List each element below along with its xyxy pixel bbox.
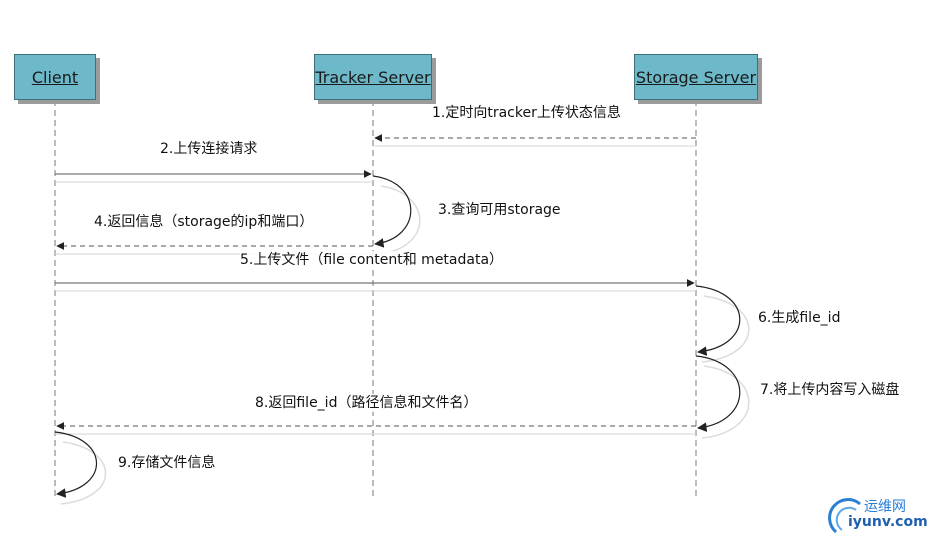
self-message-shadow-6 — [701, 295, 750, 363]
message-label-2: 2.上传连接请求 — [160, 140, 258, 158]
self-message-shadow-7 — [701, 365, 750, 439]
actor-storage-server: Storage Server — [634, 54, 758, 100]
watermark-logo-icon — [828, 498, 861, 534]
message-label-4: 4.返回信息（storage的ip和端口） — [94, 213, 314, 231]
self-message-shadow-3 — [378, 185, 421, 255]
watermark-cn: 运维网 — [864, 499, 906, 515]
watermark: 运维网 iyunv.com — [826, 492, 928, 536]
message-label-1: 1.定时向tracker上传状态信息 — [432, 104, 621, 122]
message-label-8: 8.返回file_id（路径信息和文件名） — [255, 394, 478, 412]
message-label-5: 5.上传文件（file content和 metadata） — [240, 251, 504, 269]
self-message-arrow-9 — [54, 431, 97, 498]
watermark-en: iyunv.com — [848, 514, 928, 530]
self-message-shadow-9 — [60, 441, 107, 505]
message-label-3: 3.查询可用storage — [438, 201, 561, 219]
self-message-arrow-6 — [695, 285, 741, 356]
message-label-7: 7.将上传内容写入磁盘 — [760, 381, 900, 399]
actor-tracker-server: Tracker Server — [314, 54, 432, 100]
message-label-9: 9.存储文件信息 — [118, 454, 216, 472]
message-label-6: 6.生成file_id — [758, 309, 841, 327]
self-message-arrow-7 — [695, 355, 741, 432]
self-message-arrow-3 — [372, 175, 412, 248]
actor-client: Client — [14, 54, 96, 100]
